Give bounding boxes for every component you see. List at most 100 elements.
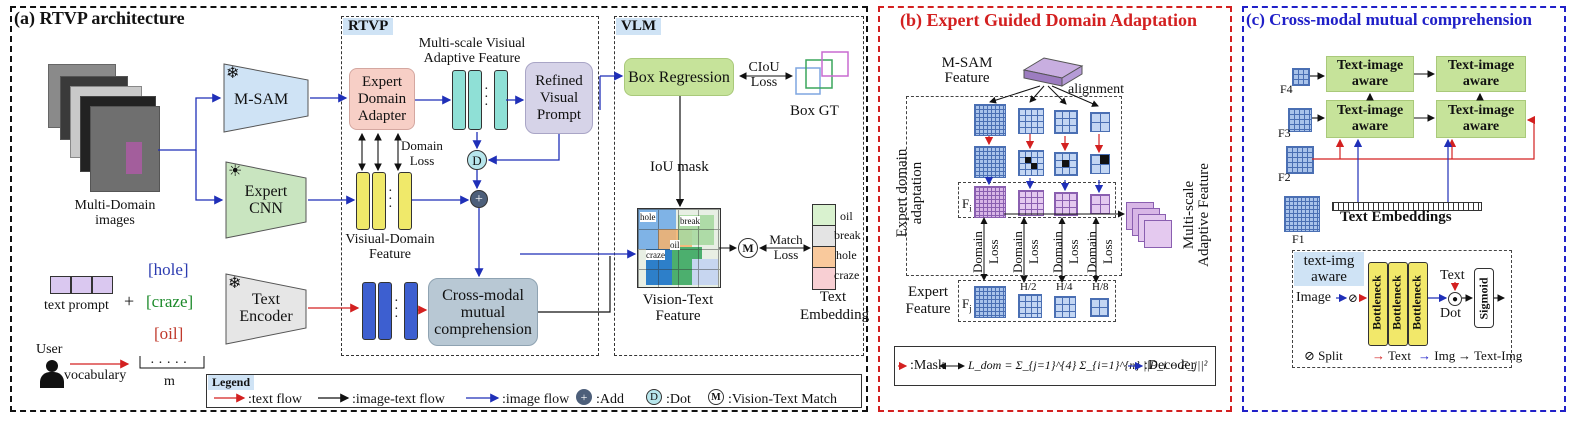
plus-sign: +	[124, 291, 135, 311]
panel-c-title: (c) Cross-modal mutual comprehension	[1246, 10, 1533, 29]
dot-operator: D	[467, 150, 487, 170]
expert-feature-label: Expert Feature	[905, 284, 951, 317]
msam-feature-label: M-SAM Feature	[941, 55, 993, 86]
bottleneck-label-1: Bottleneck	[1369, 275, 1384, 330]
msam-encoder	[223, 63, 309, 133]
legend-add: :Add	[596, 392, 624, 407]
legend-text-img-flow-c: → Text-Img	[1458, 348, 1523, 363]
dot-product-icon: ●	[1448, 292, 1462, 306]
user-icon	[40, 360, 64, 388]
vision-text-feature-label: Vision-Text Feature	[642, 292, 714, 324]
user-label: User	[36, 342, 63, 357]
formula-box	[894, 346, 1216, 386]
legend-text-text: Text	[1388, 348, 1411, 363]
vocab-length-m: m	[164, 374, 175, 389]
emb-label-craze: craze	[834, 268, 860, 282]
iou-mask-label: IoU mask	[650, 159, 709, 175]
f3-label: F3	[1278, 126, 1291, 140]
dot-label: Dot	[1440, 306, 1461, 321]
f4-label: F4	[1280, 82, 1293, 96]
ciou-loss-label: CIoU Loss	[748, 60, 780, 90]
fj-grids	[974, 286, 1114, 318]
text-img-aware-title: text-img aware	[1294, 252, 1364, 286]
legend-image-flow: :image flow	[502, 392, 570, 407]
visual-domain-feature-bars: ···	[356, 172, 412, 230]
fi-letter: F	[962, 196, 970, 211]
scale-h4: H/4	[1056, 281, 1073, 293]
legend-text-flow-c: → Text	[1372, 348, 1411, 363]
rtvp-box	[341, 16, 599, 356]
legend-add-icon: +	[576, 389, 592, 405]
cross-modal-module: Cross-modal mutual comprehension	[428, 278, 538, 346]
fj-sub: j	[969, 303, 972, 314]
panel-b	[878, 6, 1232, 412]
text-prompt-label: text prompt	[44, 298, 109, 313]
fj-letter: F	[962, 296, 970, 311]
formula-text: L_dom = Σ_{j=1}^{4} Σ_{i=1}^{n} ||F_i − …	[968, 358, 1208, 372]
fi-grids	[974, 186, 1114, 218]
vlm-tag: VLM	[616, 18, 661, 35]
domain-loss-columns: Domain Loss Domain Loss Domain Loss Doma…	[966, 226, 1116, 278]
box-regression: Box Regression	[624, 58, 734, 96]
multi-scale-feature-bars: ···	[452, 70, 508, 130]
bottleneck-label-2: Bottleneck	[1389, 275, 1404, 330]
expert-cnn-encoder	[225, 161, 307, 239]
text-embeddings-label: Text Embeddings	[1340, 209, 1452, 225]
legend-img-text: Img	[1434, 348, 1456, 363]
vt-label-oil: oil	[670, 240, 680, 250]
grid-row-1	[974, 104, 1114, 136]
split-icon: ⊘	[1348, 291, 1359, 305]
text-embedding-bars: ···	[362, 282, 418, 340]
panel-a	[10, 6, 868, 412]
text-input-label: Text	[1440, 268, 1465, 283]
legend-match-icon: M	[708, 389, 724, 405]
vocabulary-label: vocabulary	[64, 368, 127, 383]
multi-scale-feature-label: Multi-scale Visiual Adaptive Feature	[418, 36, 526, 66]
scale-h8: H/8	[1092, 281, 1109, 293]
msam-feature-slab	[1022, 57, 1084, 87]
match-loss-label: Match Loss	[769, 232, 803, 262]
text-encoder	[225, 273, 307, 345]
formula-mask: :Mask	[910, 358, 945, 373]
vocab-dots: · · · · ·	[150, 356, 188, 371]
snowflake-icon: ❄	[228, 275, 242, 292]
multi-scale-adaptive-label: Multi-scale Adaptive Feature	[1181, 163, 1212, 267]
msam-label: M-SAM	[234, 91, 289, 108]
text-embeddings-strip	[1332, 202, 1482, 211]
expert-domain-adaptation-label: Expert domain adaptation	[894, 148, 925, 238]
formula-decoder: :Decoder	[1144, 358, 1196, 373]
fj-row-box	[958, 280, 1116, 322]
image-label: Image	[1296, 290, 1331, 305]
fj-label: Fj	[962, 296, 972, 317]
emb-label-oil: oil	[840, 209, 853, 223]
legend-title: Legend	[208, 375, 255, 390]
legend-split-text: Split	[1318, 348, 1343, 363]
rtvp-tag: RTVP	[343, 18, 394, 35]
text-image-aware-block-1: Text-image aware	[1326, 56, 1414, 92]
text-prompt-boxes	[50, 276, 114, 294]
visual-domain-feature-label: Visiual-Domain Feature	[345, 232, 435, 262]
legend-image-text-flow: :image-text flow	[352, 392, 445, 407]
legend-box	[206, 374, 862, 408]
legend-img-flow-c: → Img	[1418, 348, 1456, 363]
refined-visual-prompt: Refined Visual Prompt	[525, 62, 593, 134]
panel-b-title: (b) Expert Guided Domain Adaptation	[900, 10, 1198, 30]
f2-label: F2	[1278, 170, 1291, 184]
vocab-word-oil: [oil]	[154, 324, 184, 343]
expert-domain-adapter: Expert Domain Adapter	[349, 68, 415, 130]
text-image-aware-block-4: Text-image aware	[1436, 100, 1526, 138]
domain-loss-col-1: Domain Loss	[970, 231, 1001, 273]
domain-loss-col-3: Domain Loss	[1050, 231, 1081, 273]
domain-loss-col-4: Domain Loss	[1084, 231, 1115, 273]
sigmoid-block: Sigmoid	[1474, 268, 1494, 328]
match-operator: M	[738, 238, 758, 258]
sigmoid-label: Sigmoid	[1476, 276, 1491, 320]
alignment-label: alignment	[1068, 82, 1124, 97]
legend-dot-icon: D	[646, 389, 662, 405]
legend-split: ⊘ Split	[1304, 348, 1343, 363]
box-gt-icon	[795, 51, 849, 95]
f1-label: F1	[1292, 232, 1305, 246]
vocab-word-hole: [hole]	[148, 260, 189, 279]
fi-label: Fi	[962, 196, 972, 217]
f4-grid	[1292, 68, 1310, 86]
